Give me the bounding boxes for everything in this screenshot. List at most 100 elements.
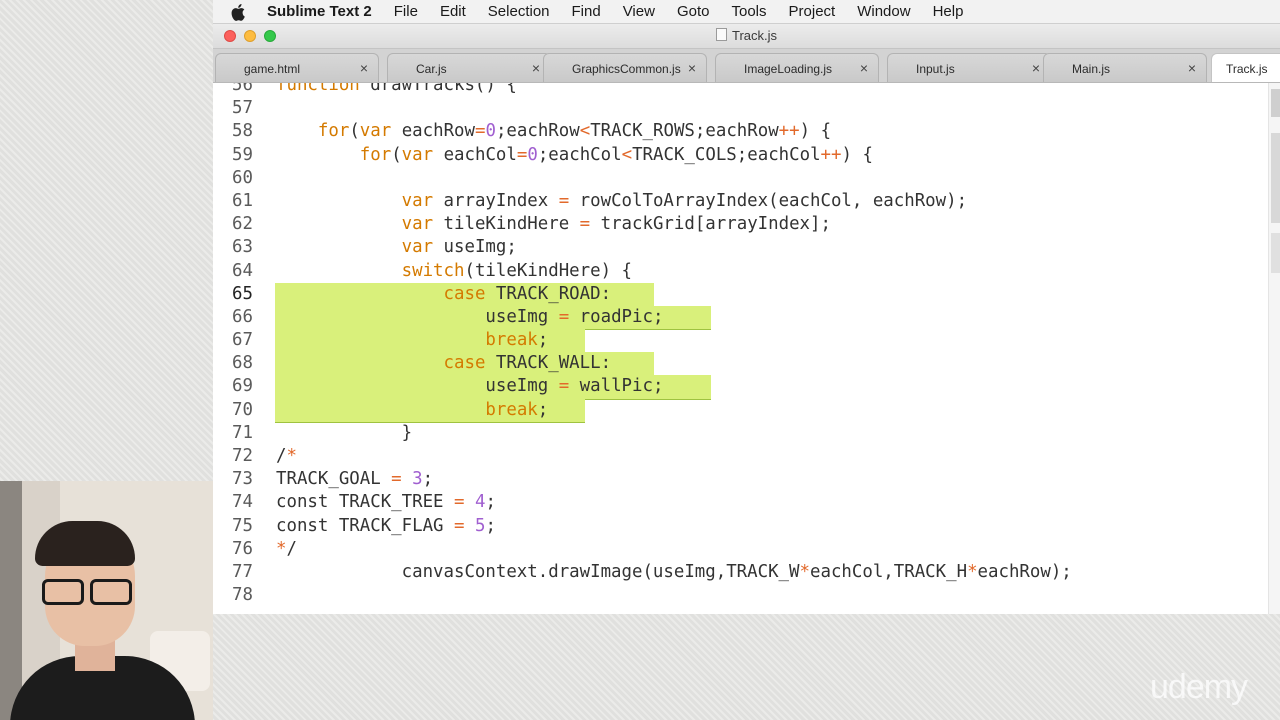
code-line[interactable]: 64 switch(tileKindHere) {: [213, 260, 1268, 283]
menu-app-name[interactable]: Sublime Text 2: [267, 3, 372, 20]
glasses-icon: [42, 579, 134, 605]
code-text: var tileKindHere = trackGrid[arrayIndex]…: [401, 214, 831, 235]
instructor-webcam: [0, 481, 213, 720]
code-text: }: [276, 422, 413, 443]
code-text: case TRACK_WALL:: [443, 353, 612, 374]
tab-imageloading-js[interactable]: ImageLoading.js ×: [715, 53, 879, 82]
code-text: const TRACK_FLAG = 5;: [276, 515, 496, 536]
line-number: 56: [232, 83, 253, 95]
code-line[interactable]: 76*/: [213, 538, 1268, 561]
tab-label: game.html: [244, 62, 301, 76]
code-line[interactable]: 63 var useImg;: [213, 236, 1268, 259]
code-text: canvasContext.drawImage(useImg,TRACK_W*e…: [276, 561, 1072, 582]
line-number: 63: [232, 237, 253, 258]
line-number: 69: [232, 376, 253, 397]
tab-car-js[interactable]: Car.js ×: [387, 53, 551, 82]
window-title-wrap: Track.js: [213, 28, 1280, 43]
line-number: 77: [232, 561, 253, 582]
menu-edit[interactable]: Edit: [439, 3, 466, 20]
menu-tools[interactable]: Tools: [731, 3, 767, 20]
tab-label: Car.js: [416, 62, 447, 76]
code-text: break;: [485, 399, 549, 420]
close-tab-icon[interactable]: ×: [531, 60, 540, 76]
line-number: 59: [232, 144, 253, 165]
close-window-button[interactable]: [224, 30, 236, 42]
close-tab-icon[interactable]: ×: [1031, 60, 1040, 76]
tab-graphicscommon-js[interactable]: GraphicsCommon.js ×: [543, 53, 707, 82]
menu-project[interactable]: Project: [788, 3, 836, 20]
code-line[interactable]: 61 var arrayIndex = rowColToArrayIndex(e…: [213, 190, 1268, 213]
line-number: 67: [232, 330, 253, 351]
code-line[interactable]: 67 break;: [213, 329, 1268, 354]
line-number: 78: [232, 585, 253, 606]
window-title: Track.js: [731, 28, 778, 43]
code-text: useImg = wallPic;: [276, 376, 664, 397]
selection-highlight: [275, 375, 711, 400]
close-tab-icon[interactable]: ×: [1187, 60, 1196, 76]
menu-help[interactable]: Help: [932, 3, 964, 20]
menu-view[interactable]: View: [622, 3, 655, 20]
tab-game-html[interactable]: game.html ×: [215, 53, 379, 82]
tab-label: Track.js: [1226, 62, 1268, 76]
code-text: var arrayIndex = rowColToArrayIndex(each…: [401, 190, 968, 211]
menu-window[interactable]: Window: [857, 3, 911, 20]
line-number: 71: [232, 422, 253, 443]
code-line[interactable]: 72 /*: [213, 445, 1268, 468]
line-number: 72: [232, 446, 253, 466]
code-text: for(var eachCol=0;eachCol<TRACK_COLS;eac…: [359, 144, 873, 165]
line-number: 61: [232, 190, 253, 211]
line-number: 57: [232, 98, 253, 119]
code-line[interactable]: 59 for(var eachCol=0;eachCol<TRACK_COLS;…: [213, 144, 1268, 167]
code-line[interactable]: 77 canvasContext.drawImage(useImg,TRACK_…: [213, 561, 1268, 584]
line-number: 73: [232, 469, 253, 490]
close-tab-icon[interactable]: ×: [359, 60, 368, 76]
code-text: switch(tileKindHere) {: [401, 260, 632, 281]
line-number: 66: [232, 306, 253, 327]
menu-find[interactable]: Find: [571, 3, 601, 20]
code-line[interactable]: 65 case TRACK_ROAD:: [213, 282, 1268, 307]
minimap[interactable]: [1268, 83, 1280, 614]
code-text: for(var eachRow=0;eachRow<TRACK_ROWS;eac…: [317, 121, 832, 142]
udemy-watermark: udemy: [1150, 668, 1248, 706]
code-text: var useImg;: [401, 237, 517, 258]
code-line[interactable]: 69 useImg = wallPic;: [213, 375, 1268, 400]
code-text: useImg = roadPic;: [276, 306, 664, 327]
code-line[interactable]: 58 for(var eachRow=0;eachRow<TRACK_ROWS;…: [213, 120, 1268, 143]
minimize-window-button[interactable]: [244, 30, 256, 42]
tab-input-js[interactable]: Input.js ×: [887, 53, 1051, 82]
close-tab-icon[interactable]: ×: [859, 60, 868, 76]
code-line[interactable]: 60: [213, 167, 1268, 190]
selection-highlight: [275, 398, 586, 423]
tab-main-js[interactable]: Main.js ×: [1043, 53, 1207, 82]
code-line[interactable]: 57: [213, 97, 1268, 120]
code-line[interactable]: 78: [213, 584, 1268, 607]
line-number: 60: [232, 167, 253, 188]
zoom-window-button[interactable]: [264, 30, 276, 42]
close-tab-icon[interactable]: ×: [687, 60, 696, 76]
menu-goto[interactable]: Goto: [676, 3, 710, 20]
tab-track-js[interactable]: Track.js: [1211, 53, 1280, 82]
line-number: 62: [232, 214, 253, 235]
code-text: break;: [485, 330, 549, 351]
apple-icon[interactable]: [231, 3, 249, 21]
code-line[interactable]: 68 case TRACK_WALL:: [213, 352, 1268, 377]
menu-selection[interactable]: Selection: [487, 3, 550, 20]
code-line[interactable]: 70 break;: [213, 398, 1268, 423]
code-line[interactable]: 66 useImg = roadPic;: [213, 305, 1268, 331]
window-titlebar[interactable]: Track.js: [213, 24, 1280, 49]
line-number: 68: [232, 353, 253, 374]
tab-label: GraphicsCommon.js: [572, 62, 681, 76]
code-text: /*: [276, 446, 297, 466]
mac-menubar: Sublime Text 2 File Edit Selection Find …: [213, 0, 1280, 24]
code-line[interactable]: 71 }: [213, 422, 1268, 445]
menu-file[interactable]: File: [393, 3, 418, 20]
editor-window: Track.js game.html × Car.js × GraphicsCo…: [213, 24, 1280, 614]
code-line[interactable]: 62 var tileKindHere = trackGrid[arrayInd…: [213, 213, 1268, 236]
document-icon: [715, 28, 727, 41]
